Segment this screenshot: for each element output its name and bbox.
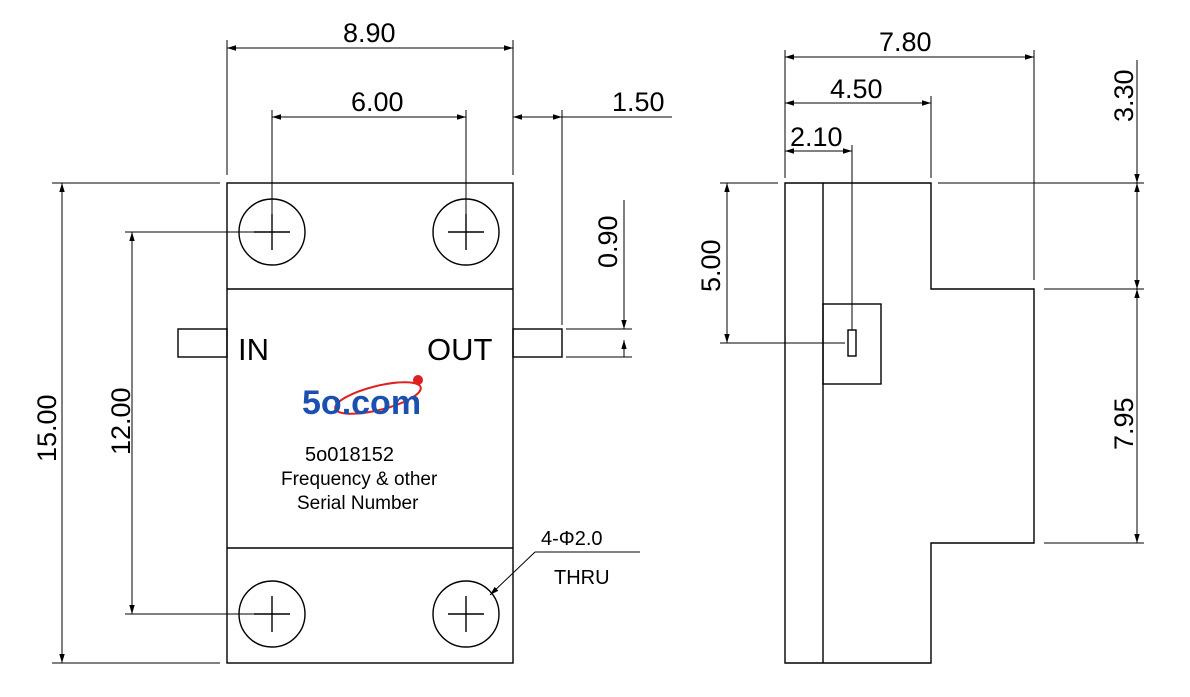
hole-callout-type: THRU bbox=[554, 567, 610, 589]
hole-callout-spec: 4-Φ2.0 bbox=[541, 528, 603, 550]
dimension-width: 8.90 bbox=[226, 18, 514, 175]
dimension-vertical-hole-spacing-value: 12.00 bbox=[106, 387, 136, 455]
dimension-overall-depth-value: 7.80 bbox=[879, 27, 932, 57]
label-line-frequency: Frequency & other bbox=[281, 469, 438, 490]
label-line-serial: Serial Number bbox=[297, 493, 419, 514]
logo-dot bbox=[413, 375, 423, 385]
dimension-height-value: 15.00 bbox=[32, 394, 62, 462]
dimension-vertical-hole-spacing: 12.00 bbox=[106, 231, 272, 615]
dimension-pin-center-height: 5.00 bbox=[696, 182, 845, 344]
mounting-hole-bottom-right bbox=[432, 580, 500, 648]
dimension-middle-height: 7.95 bbox=[1044, 289, 1144, 544]
dimension-overall-depth: 7.80 bbox=[784, 27, 1035, 280]
dimension-pin-length-value: 1.50 bbox=[612, 87, 665, 117]
output-port-label: OUT bbox=[427, 332, 493, 367]
dimension-step-depth-value: 4.50 bbox=[830, 74, 883, 104]
output-pin bbox=[512, 328, 563, 358]
side-profile-outline bbox=[784, 182, 1035, 664]
front-body-outline bbox=[226, 182, 514, 664]
hole-callout: 4-Φ2.0 THRU bbox=[489, 528, 640, 596]
input-pin bbox=[177, 328, 228, 358]
dimension-pin-center-height-value: 5.00 bbox=[696, 239, 726, 292]
side-pin bbox=[847, 329, 857, 357]
dimension-top-step-height: 3.30 bbox=[938, 60, 1144, 290]
dimension-pin-height: 0.90 bbox=[566, 200, 632, 358]
dimension-pin-height-value: 0.90 bbox=[593, 215, 623, 268]
dimension-hole-spacing-value: 6.00 bbox=[351, 87, 404, 117]
dimension-height: 15.00 bbox=[32, 182, 220, 664]
dimension-width-value: 8.90 bbox=[343, 18, 396, 48]
dimension-hole-spacing: 6.00 bbox=[271, 87, 467, 230]
dimension-top-step-height-value: 3.30 bbox=[1109, 69, 1139, 122]
dimension-pin-offset: 2.10 bbox=[785, 122, 853, 330]
side-view: 7.80 4.50 2.10 3.30 5.00 bbox=[696, 27, 1144, 664]
logo-text: 5o.com bbox=[302, 384, 421, 422]
dimension-pin-offset-value: 2.10 bbox=[790, 122, 843, 152]
part-number: 5o018152 bbox=[305, 444, 394, 466]
company-logo: 5o.com bbox=[302, 375, 423, 422]
dimension-middle-height-value: 7.95 bbox=[1109, 397, 1139, 450]
input-port-label: IN bbox=[238, 332, 269, 367]
dimension-step-depth: 4.50 bbox=[785, 74, 932, 178]
front-view: IN OUT 5o.com 5o018152 Frequency & other… bbox=[32, 18, 672, 664]
dimension-pin-length: 1.50 bbox=[513, 87, 672, 325]
logo-orbit bbox=[334, 381, 422, 415]
